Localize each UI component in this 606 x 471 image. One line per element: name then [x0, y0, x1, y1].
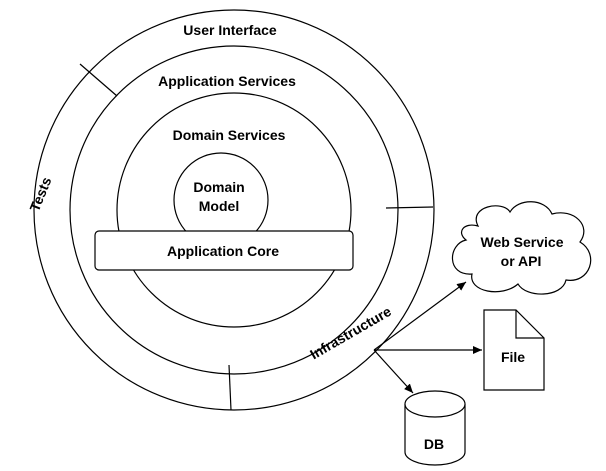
web-service-cloud: [451, 201, 592, 295]
application-core-bar: [94, 230, 354, 271]
divider-right: [385, 206, 434, 209]
application-services-label: Application Services: [158, 73, 296, 89]
domain-model-label-line1: Domain: [193, 179, 244, 195]
domain-services-label: Domain Services: [173, 127, 286, 143]
divider-bottom: [228, 364, 232, 411]
divider-top-left: [79, 63, 118, 97]
db-label: DB: [424, 436, 444, 452]
file-label: File: [501, 349, 525, 365]
db-cylinder-body: [404, 404, 466, 466]
web-service-label-line2: or API: [501, 253, 542, 269]
arrow-to-db: [373, 349, 414, 394]
application-core-label: Application Core: [167, 243, 279, 259]
user-interface-label: User Interface: [183, 22, 277, 38]
web-service-label-line1: Web Service: [480, 234, 563, 250]
file-shape: [483, 309, 545, 391]
db-cylinder-top: [404, 390, 466, 418]
domain-model-label-line2: Model: [199, 198, 239, 214]
file-fold: [515, 310, 544, 339]
arrow-to-web-service: [373, 281, 467, 351]
